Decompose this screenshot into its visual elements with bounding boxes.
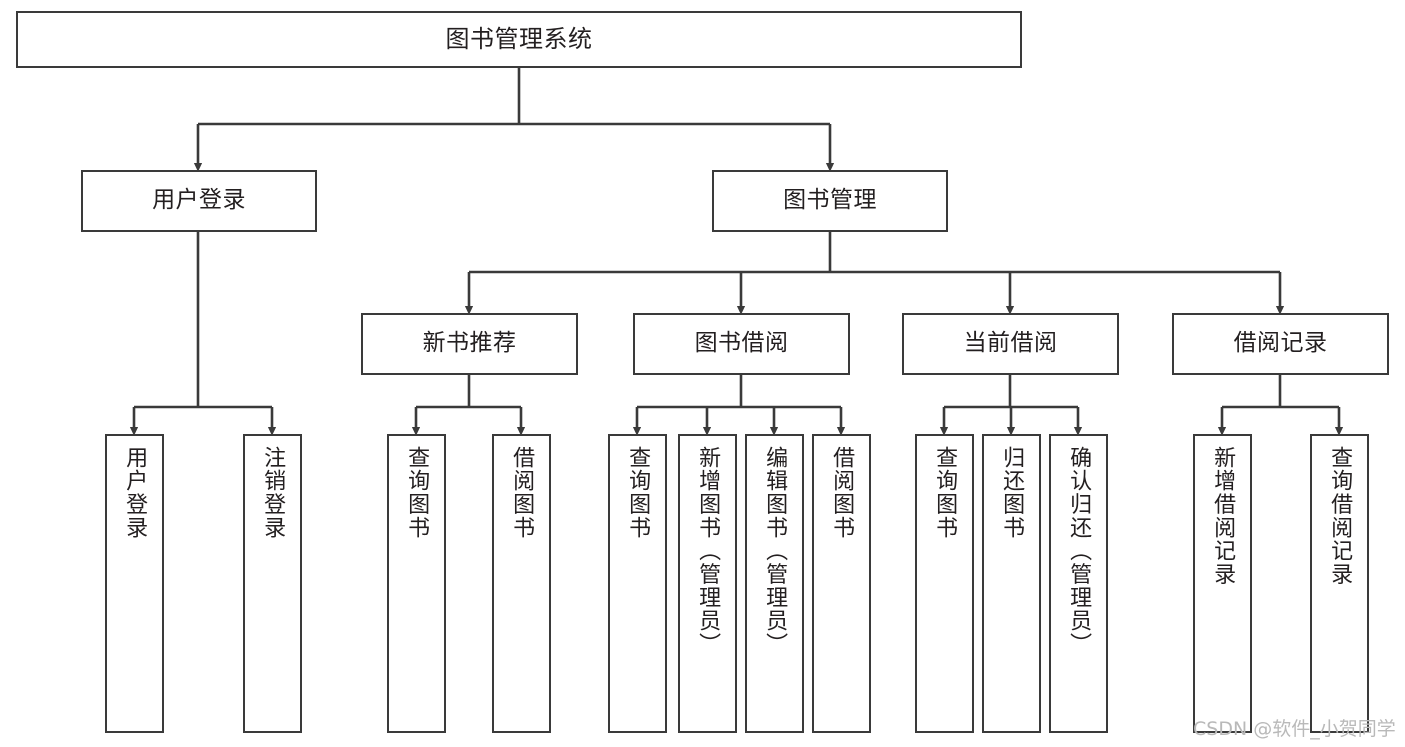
node-user-login[interactable]: 用户登录 — [81, 170, 317, 232]
node-leaf-bookborrow-add-book-label: 新增图书（管理员） — [695, 446, 721, 656]
node-leaf-currentborrow-query-book-label: 查询图书 — [932, 446, 958, 540]
node-leaf-newbook-borrow-book-label: 借阅图书 — [509, 446, 535, 540]
node-root-system[interactable]: 图书管理系统 — [16, 11, 1022, 68]
csdn-watermark-text: CSDN @软件_小贺同学 — [1193, 718, 1396, 740]
node-leaf-bookborrow-query-book-label: 查询图书 — [625, 446, 651, 540]
node-leaf-currentborrow-confirm-return-label: 确认归还（管理员） — [1066, 446, 1092, 656]
node-book-borrow-label: 图书借阅 — [694, 330, 789, 357]
node-leaf-bookborrow-borrow-book[interactable]: 借阅图书 — [812, 434, 871, 733]
node-leaf-user-login-signin-label: 用户登录 — [122, 446, 148, 540]
node-leaf-currentborrow-return-book-label: 归还图书 — [999, 446, 1025, 540]
node-leaf-bookborrow-add-book[interactable]: 新增图书（管理员） — [678, 434, 737, 733]
node-leaf-user-login-signout[interactable]: 注销登录 — [243, 434, 302, 733]
node-leaf-borrowrecord-add-record[interactable]: 新增借阅记录 — [1193, 434, 1252, 733]
node-leaf-currentborrow-confirm-return[interactable]: 确认归还（管理员） — [1049, 434, 1108, 733]
csdn-watermark: CSDN @软件_小贺同学 — [1193, 714, 1396, 741]
node-leaf-bookborrow-edit-book-label: 编辑图书（管理员） — [762, 446, 788, 656]
node-leaf-newbook-borrow-book[interactable]: 借阅图书 — [492, 434, 551, 733]
node-user-login-label: 用户登录 — [152, 187, 246, 214]
node-leaf-newbook-query-book-label: 查询图书 — [404, 446, 430, 540]
node-leaf-borrowrecord-query-record[interactable]: 查询借阅记录 — [1310, 434, 1369, 733]
node-current-borrow-label: 当前借阅 — [963, 330, 1058, 357]
node-new-book-recommend[interactable]: 新书推荐 — [361, 313, 578, 375]
node-book-management-label: 图书管理 — [783, 187, 877, 214]
node-leaf-bookborrow-edit-book[interactable]: 编辑图书（管理员） — [745, 434, 804, 733]
node-borrow-record-label: 借阅记录 — [1233, 330, 1328, 357]
node-leaf-bookborrow-borrow-book-label: 借阅图书 — [829, 446, 855, 540]
node-new-book-recommend-label: 新书推荐 — [422, 330, 517, 357]
node-leaf-borrowrecord-query-record-label: 查询借阅记录 — [1327, 446, 1353, 586]
node-leaf-user-login-signout-label: 注销登录 — [260, 446, 286, 540]
node-leaf-borrowrecord-add-record-label: 新增借阅记录 — [1210, 446, 1236, 586]
node-current-borrow[interactable]: 当前借阅 — [902, 313, 1119, 375]
node-book-management[interactable]: 图书管理 — [712, 170, 948, 232]
node-leaf-bookborrow-query-book[interactable]: 查询图书 — [608, 434, 667, 733]
node-book-borrow[interactable]: 图书借阅 — [633, 313, 850, 375]
node-leaf-currentborrow-query-book[interactable]: 查询图书 — [915, 434, 974, 733]
node-leaf-user-login-signin[interactable]: 用户登录 — [105, 434, 164, 733]
node-root-system-label: 图书管理系统 — [445, 25, 593, 54]
node-borrow-record[interactable]: 借阅记录 — [1172, 313, 1389, 375]
node-leaf-newbook-query-book[interactable]: 查询图书 — [387, 434, 446, 733]
node-leaf-currentborrow-return-book[interactable]: 归还图书 — [982, 434, 1041, 733]
